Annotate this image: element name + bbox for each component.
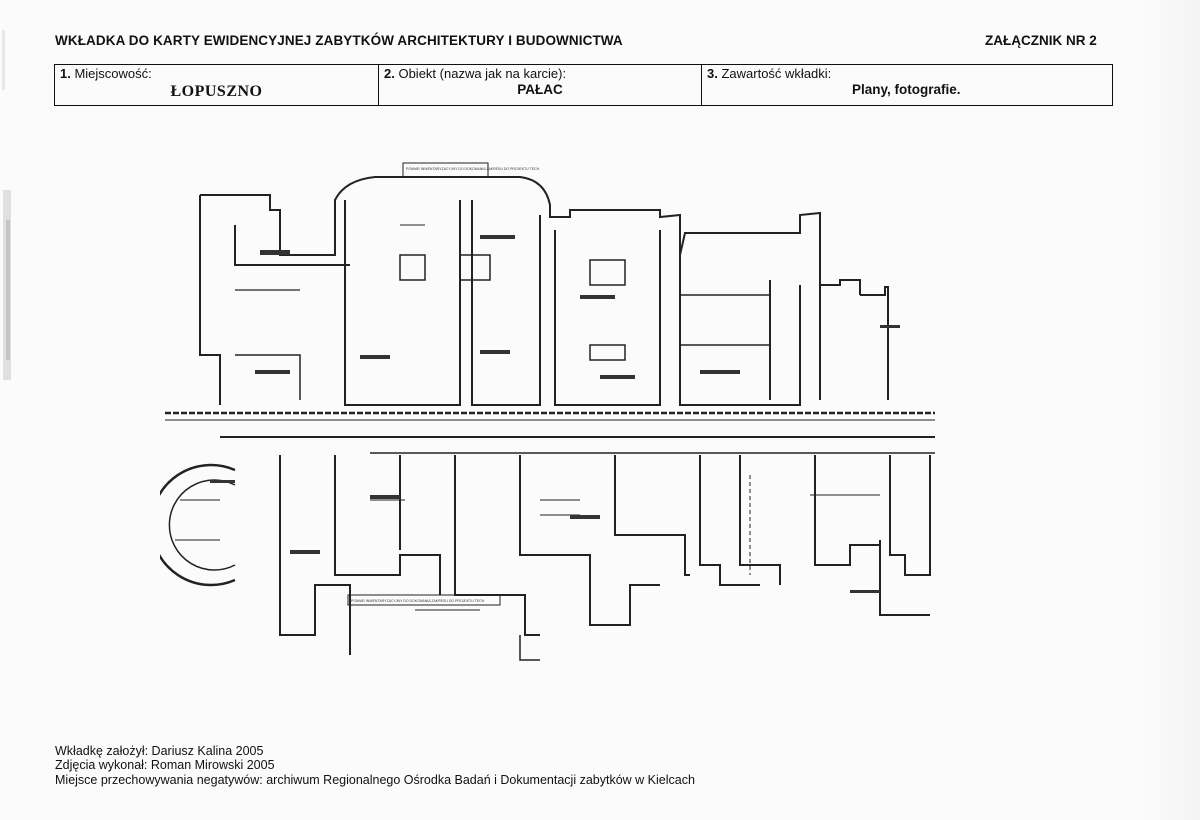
floor-plan-drawing: POMIAR INWENTARYZACYJNY DO DOKONANIA ZAK…: [160, 162, 935, 661]
object-label: 2. Obiekt (nazwa jak na karcie):: [384, 66, 567, 81]
attachment-number: ZAŁĄCZNIK NR 2: [985, 33, 1097, 48]
contents-cell: 3. Zawartość wkładki: Plany, fotografie.: [701, 65, 1112, 105]
negatives-location: Miejsce przechowywania negatywów: archiw…: [55, 772, 695, 787]
plan-note-top: POMIAR INWENTARYZACYJNY DO DOKONANIA ZAK…: [406, 167, 540, 171]
document-footer: Wkładkę założył: Dariusz Kalina 2005 Zdj…: [55, 744, 695, 787]
photos-by: Zdjęcia wykonał: Roman Mirowski 2005: [55, 758, 275, 773]
info-table: 1. Miejscowość: ŁOPUSZNO 2. Obiekt (nazw…: [54, 64, 1113, 106]
object-value: PAŁAC: [517, 82, 563, 97]
page-edge-shadow: [1140, 0, 1200, 820]
locality-cell: 1. Miejscowość: ŁOPUSZNO: [55, 65, 378, 105]
locality-label: 1. Miejscowość:: [60, 66, 152, 81]
object-cell: 2. Obiekt (nazwa jak na karcie): PAŁAC: [378, 65, 701, 105]
document-title: WKŁADKA DO KARTY EWIDENCYJNEJ ZABYTKÓW A…: [55, 33, 623, 48]
scan-artifact: [2, 30, 11, 380]
contents-value: Plany, fotografie.: [852, 82, 961, 97]
contents-label: 3. Zawartość wkładki:: [707, 66, 832, 81]
created-by: Wkładkę założył: Dariusz Kalina 2005: [55, 744, 264, 758]
plan-note-bottom: POMIAR INWENTARYZACYJNY DO DOKONANIA ZAK…: [351, 599, 485, 603]
locality-value: ŁOPUSZNO: [170, 83, 263, 100]
